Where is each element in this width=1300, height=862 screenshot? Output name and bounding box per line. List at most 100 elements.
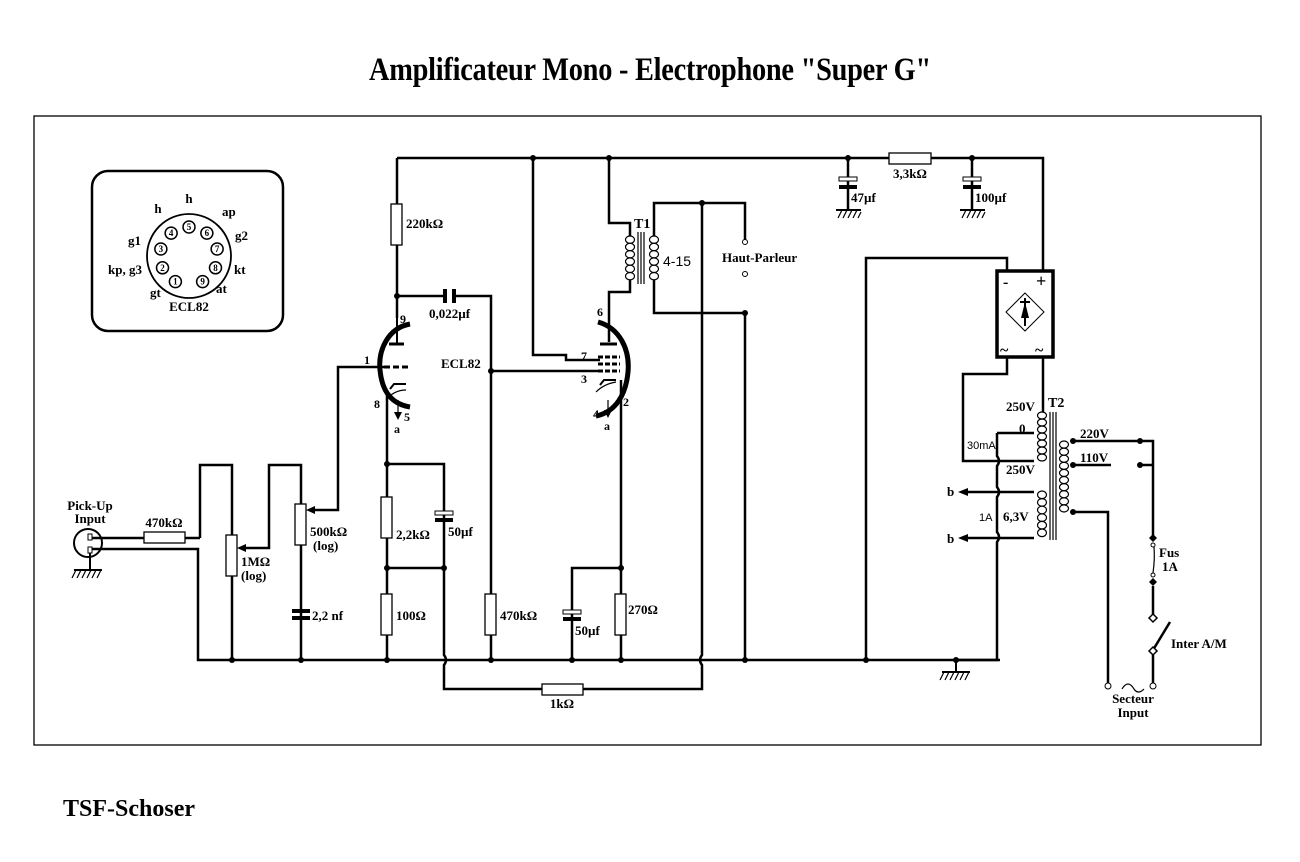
t2-heater-current: 1A <box>979 512 993 524</box>
fuse[interactable] <box>1152 546 1155 574</box>
power-switch[interactable] <box>1151 621 1172 651</box>
pin-number: 3 <box>159 244 164 254</box>
pin-number: 6 <box>205 228 210 238</box>
input-label-line2: Input <box>74 511 106 526</box>
t2-heater-voltage: 6,3V <box>1003 509 1029 524</box>
wiper-arrow-icon <box>306 506 315 514</box>
coil-turn <box>648 235 660 244</box>
t2-zero: 0 <box>1019 421 1026 436</box>
arrow-icon <box>394 412 402 420</box>
tube-v2-heater-ref: a <box>604 419 610 433</box>
coil-turn <box>648 264 660 274</box>
speaker-terminal <box>742 239 748 245</box>
coil-turn <box>624 257 636 266</box>
label-r-feedback: 1kΩ <box>550 696 574 711</box>
wiper-arrow-icon <box>237 544 246 552</box>
label-r-input: 470kΩ <box>145 515 182 530</box>
rectifier-plus: + <box>1036 271 1046 291</box>
coil-turn <box>1036 425 1048 434</box>
coil-turn <box>1036 432 1048 441</box>
label-pot-tone: 500kΩ <box>310 524 347 539</box>
resistor-grid2 <box>484 593 497 636</box>
mains-terminal <box>1149 682 1157 690</box>
ac-symbol-icon <box>1121 683 1145 693</box>
coil-turn <box>624 235 636 244</box>
tube-v1-pin-heater: 5 <box>404 410 410 424</box>
label-r-plate: 220kΩ <box>406 216 443 231</box>
t1-label: T1 <box>634 217 650 232</box>
pin-number: 2 <box>160 263 165 273</box>
label-c-coupling: 0,022µf <box>429 306 471 321</box>
diagram-title: Amplificateur Mono - Electrophone "Super… <box>368 52 931 88</box>
coil-turn <box>624 250 636 259</box>
pin-4 <box>164 226 178 240</box>
rectifier-ac2: ~ <box>1035 342 1044 359</box>
triode-stage: 220kΩ 0,022µf ECL82 9 1 8 5 a 50µf 2,2kΩ <box>310 158 704 711</box>
ground-icon <box>939 660 970 681</box>
wire-ground-return <box>956 433 1001 662</box>
pin-number: 7 <box>215 244 220 254</box>
heater-tap-b1: b <box>947 484 954 499</box>
tube-v1-label: ECL82 <box>441 356 481 371</box>
label-r-grid2: 470kΩ <box>500 608 537 623</box>
speaker-label: Haut-Parleur <box>722 250 797 265</box>
coil-turn <box>1058 497 1070 506</box>
coil-turn <box>1036 453 1048 462</box>
label-r-filter: 3,3kΩ <box>893 166 927 181</box>
resistor-filter <box>888 152 932 165</box>
pin-number: 4 <box>169 228 174 238</box>
potentiometer-tone[interactable] <box>294 503 307 546</box>
tube-v1-envelope <box>377 321 411 410</box>
coil-turn <box>1058 483 1070 492</box>
tube-base-circle <box>146 213 232 299</box>
resistor-cathode1 <box>380 496 393 539</box>
pin-label-kt: kt <box>234 262 246 277</box>
pin-number: 1 <box>173 277 178 287</box>
label-c-cathode1: 50µf <box>448 524 473 539</box>
capacitor-cathode1 <box>435 518 453 522</box>
switch-label: Inter A/M <box>1171 636 1227 651</box>
coil-turn <box>1036 528 1048 538</box>
label-c-filter2: 100µf <box>975 190 1007 205</box>
coil-turn <box>648 271 660 281</box>
coil-turn <box>624 271 636 281</box>
label-r-cathode2: 270Ω <box>628 602 658 617</box>
wire-bplus <box>397 156 1045 272</box>
capacitor-filter2 <box>963 185 981 189</box>
pin-9 <box>195 274 210 289</box>
output-transformer: T1 4-15 Haut-Parleur <box>624 200 797 660</box>
power-supply: - + ~ ~ T2 250V 0 30mA 250V 1A 6,3V b b <box>864 256 1227 720</box>
coil-turn <box>1058 468 1070 478</box>
b-plus-rail: 3,3kΩ 47µf 100µf <box>397 152 1045 272</box>
input-label-line1: Pick-Up <box>67 498 113 513</box>
mains-label-line1: Secteur <box>1112 691 1154 706</box>
capacitor-filter1-plate <box>838 176 858 182</box>
t2-primary-coil <box>1058 440 1070 513</box>
label-pot-volume: 1MΩ <box>241 554 270 569</box>
pin-6 <box>200 226 214 240</box>
capacitor-tone <box>292 609 310 613</box>
resistor-feedback <box>541 683 584 696</box>
diode-icon <box>1005 292 1045 332</box>
arrow-icon <box>958 488 968 496</box>
tube-v2-pin-heater: 4 <box>593 407 599 421</box>
pin-number: 9 <box>200 277 205 287</box>
coil-turn <box>1058 440 1070 449</box>
label-c-filter1: 47µf <box>851 190 876 205</box>
coil-turn <box>624 264 636 274</box>
potentiometer-volume[interactable] <box>225 534 238 577</box>
fuse-label: Fus <box>1159 545 1179 560</box>
pin-7 <box>210 242 224 256</box>
tube-v2-envelope <box>595 319 631 419</box>
pin-label-g2: g2 <box>235 228 248 243</box>
coil-turn <box>1036 505 1048 515</box>
tube-v2-grids <box>598 355 620 373</box>
pin-3 <box>154 242 168 256</box>
tube-v1-pin-cathode: 8 <box>374 397 380 411</box>
pin-label-h-top: h <box>185 191 193 206</box>
pin-label-kp-g3: kp, g3 <box>108 262 142 277</box>
t2-hv-top: 250V <box>1006 399 1036 414</box>
coil-turn <box>624 242 636 252</box>
